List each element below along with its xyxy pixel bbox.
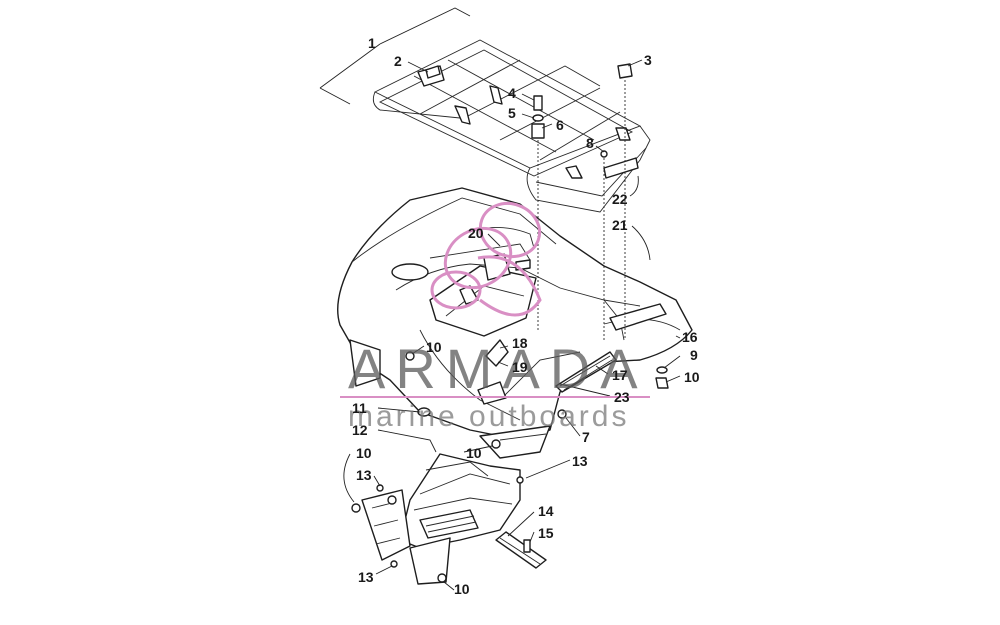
callout-7: 7 <box>582 429 590 445</box>
callout-22: 22 <box>612 191 628 207</box>
callout-11: 11 <box>352 400 367 416</box>
callout-1: 1 <box>368 35 376 51</box>
watermark-tagline: marine outboards <box>348 400 629 433</box>
callout-10: 10 <box>466 445 482 461</box>
leader-lines <box>319 7 681 591</box>
watermark: ARMADA marine outboards <box>340 202 650 433</box>
callout-9: 9 <box>690 347 698 363</box>
callout-13: 13 <box>356 467 372 483</box>
callout-labels: 1 2 3 4 5 6 8 22 21 20 16 9 10 18 19 10 … <box>352 35 700 597</box>
callout-5: 5 <box>508 105 516 121</box>
callout-23: 23 <box>614 389 630 405</box>
callout-10: 10 <box>684 369 700 385</box>
callout-13: 13 <box>572 453 588 469</box>
callout-18: 18 <box>512 335 528 351</box>
callout-6: 6 <box>556 117 564 133</box>
callout-20: 20 <box>468 225 484 241</box>
callout-2: 2 <box>394 53 402 69</box>
callout-14: 14 <box>538 503 554 519</box>
footwell <box>361 453 547 585</box>
callout-10: 10 <box>426 339 442 355</box>
callout-19: 19 <box>512 359 528 375</box>
callout-8: 8 <box>586 135 594 151</box>
callout-21: 21 <box>612 217 628 233</box>
brand-logo <box>430 202 542 317</box>
callout-10: 10 <box>356 445 372 461</box>
callout-17: 17 <box>612 367 628 383</box>
callout-15: 15 <box>538 525 554 541</box>
callout-12: 12 <box>352 422 368 438</box>
callout-13: 13 <box>358 569 374 585</box>
rear-rack <box>372 39 651 213</box>
callout-4: 4 <box>508 85 516 101</box>
hardware <box>351 63 669 583</box>
callout-3: 3 <box>644 52 652 68</box>
callout-16: 16 <box>682 329 698 345</box>
callout-10: 10 <box>454 581 470 597</box>
watermark-brand: ARMADA <box>348 337 648 400</box>
